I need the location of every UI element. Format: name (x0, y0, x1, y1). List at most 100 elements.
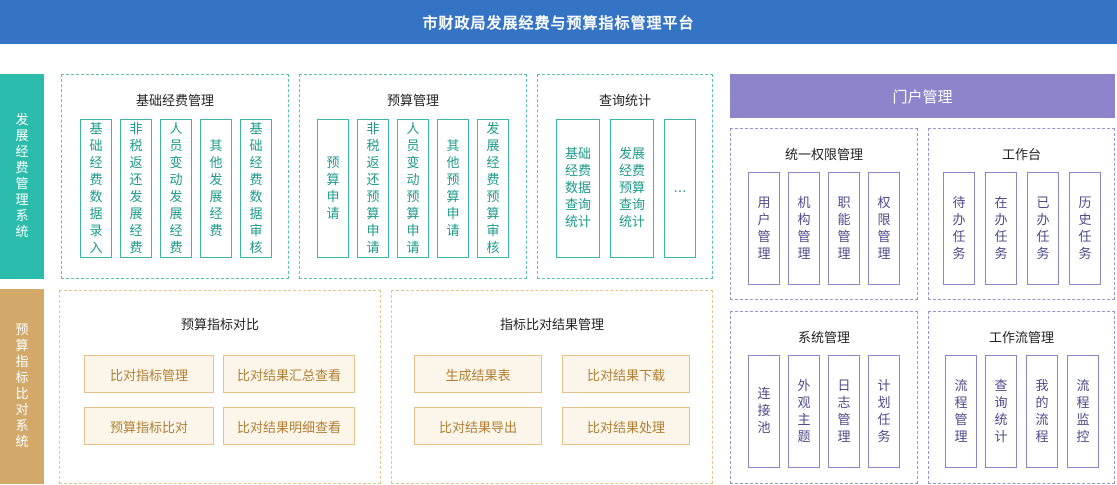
result-button[interactable]: 生成结果表 (414, 355, 542, 393)
query-item-label: 基础经费数据查询统计 (564, 147, 591, 230)
system-mgmt-panel: 系统管理 连接池 外观主题 日志管理 计划任务 (730, 311, 918, 484)
dev-fund-system-text: 发展经费管理系统 (15, 112, 29, 240)
result-button-label: 比对结果导出 (438, 420, 517, 436)
workbench-item-label: 待办任务 (952, 195, 966, 262)
workflow-item[interactable]: 流程管理 (945, 355, 977, 468)
basic-item[interactable]: 基础经费数据录入 (80, 119, 112, 258)
query-item-label: 发展经费预算查询统计 (618, 147, 645, 230)
workbench-panel: 工作台 待办任务 在办任务 已办任务 历史任务 (928, 128, 1115, 300)
result-button-label: 生成结果表 (445, 368, 511, 384)
result-button-label: 比对结果处理 (586, 420, 665, 436)
compare-button[interactable]: 比对指标管理 (84, 355, 214, 393)
budget-item[interactable]: 发展经费预算审核 (477, 119, 509, 258)
basic-item-label: 基础经费数据审核 (249, 121, 263, 256)
workbench-item-label: 历史任务 (1078, 195, 1092, 262)
auth-mgmt-panel: 统一权限管理 用户管理 机构管理 职能管理 权限管理 (730, 128, 918, 300)
workbench-item[interactable]: 历史任务 (1069, 172, 1101, 285)
budget-item-label: 人员变动预算申请 (406, 121, 420, 256)
auth-item[interactable]: 权限管理 (868, 172, 900, 285)
result-mgmt-panel: 指标比对结果管理 生成结果表 比对结果下载 比对结果导出 比对结果处理 (391, 290, 713, 484)
basic-item-label: 非税返还发展经费 (129, 121, 143, 256)
workflow-mgmt-panel: 工作流管理 流程管理 查询统计 我的流程 流程监控 (928, 311, 1115, 484)
compare-button-label: 预算指标比对 (109, 420, 188, 436)
workflow-item[interactable]: 查询统计 (985, 355, 1017, 468)
workflow-item-label: 流程管理 (954, 378, 968, 445)
workflow-item-label: 查询统计 (994, 378, 1008, 445)
auth-item-label: 职能管理 (837, 195, 851, 262)
system-item-label: 外观主题 (797, 378, 811, 445)
query-item[interactable]: 基础经费数据查询统计 (556, 119, 600, 258)
system-item-label: 日志管理 (837, 378, 851, 445)
budget-mgmt-title: 预算管理 (386, 94, 439, 109)
system-item[interactable]: 外观主题 (788, 355, 820, 468)
system-item-label: 计划任务 (877, 378, 891, 445)
workflow-item[interactable]: 我的流程 (1026, 355, 1058, 468)
budget-mgmt-panel: 预算管理 预算申请 非税返还预算申请 人员变动预算申请 其他预算申请 发展经费预… (299, 74, 527, 279)
budget-item[interactable]: 非税返还预算申请 (357, 119, 389, 258)
query-item[interactable]: 发展经费预算查询统计 (610, 119, 654, 258)
auth-item-label: 机构管理 (797, 195, 811, 262)
query-more-item[interactable]: … (664, 119, 696, 258)
auth-item[interactable]: 职能管理 (828, 172, 860, 285)
budget-item[interactable]: 其他预算申请 (437, 119, 469, 258)
budget-compare-system-text: 预算指标比对系统 (15, 322, 29, 450)
compare-button[interactable]: 比对结果明细查看 (223, 407, 355, 445)
system-item-label: 连接池 (757, 387, 771, 436)
result-button-label: 比对结果下载 (586, 368, 665, 384)
budget-item[interactable]: 人员变动预算申请 (397, 119, 429, 258)
compare-button[interactable]: 比对结果汇总查看 (223, 355, 355, 393)
auth-mgmt-title: 统一权限管理 (784, 148, 863, 163)
workbench-item[interactable]: 待办任务 (943, 172, 975, 285)
system-item[interactable]: 日志管理 (828, 355, 860, 468)
result-button[interactable]: 比对结果导出 (414, 407, 542, 445)
auth-item-label: 权限管理 (877, 195, 891, 262)
workbench-item-label: 已办任务 (1036, 195, 1050, 262)
budget-compare-title: 预算指标对比 (180, 318, 259, 333)
result-button[interactable]: 比对结果处理 (562, 407, 690, 445)
budget-item-label: 发展经费预算审核 (486, 121, 500, 256)
workbench-item[interactable]: 已办任务 (1027, 172, 1059, 285)
budget-item-label: 预算申请 (326, 155, 340, 222)
budget-compare-panel: 预算指标对比 比对指标管理 比对结果汇总查看 预算指标比对 比对结果明细查看 (59, 290, 381, 484)
auth-item[interactable]: 机构管理 (788, 172, 820, 285)
result-button[interactable]: 比对结果下载 (562, 355, 690, 393)
basic-item-label: 其他发展经费 (209, 138, 223, 239)
query-stats-panel: 查询统计 基础经费数据查询统计 发展经费预算查询统计 … (537, 74, 713, 279)
workflow-item[interactable]: 流程监控 (1067, 355, 1099, 468)
workflow-item-label: 流程监控 (1076, 378, 1090, 445)
workflow-item-label: 我的流程 (1035, 378, 1049, 445)
result-mgmt-title: 指标比对结果管理 (499, 318, 604, 333)
dev-fund-system-label: 发展经费管理系统 (0, 74, 44, 279)
compare-button[interactable]: 预算指标比对 (84, 407, 214, 445)
auth-item[interactable]: 用户管理 (748, 172, 780, 285)
workflow-mgmt-title: 工作流管理 (988, 331, 1054, 346)
compare-button-label: 比对结果明细查看 (236, 420, 341, 436)
basic-item-label: 基础经费数据录入 (89, 121, 103, 256)
system-item[interactable]: 连接池 (748, 355, 780, 468)
budget-item[interactable]: 预算申请 (317, 119, 349, 258)
platform-title-bar: 市财政局发展经费与预算指标管理平台 (0, 0, 1117, 44)
workbench-item[interactable]: 在办任务 (985, 172, 1017, 285)
basic-item[interactable]: 非税返还发展经费 (120, 119, 152, 258)
workbench-item-label: 在办任务 (994, 195, 1008, 262)
portal-mgmt-bar: 门户管理 (730, 74, 1115, 118)
basic-item-label: 人员变动发展经费 (169, 121, 183, 256)
basic-item[interactable]: 人员变动发展经费 (160, 119, 192, 258)
compare-button-label: 比对指标管理 (109, 368, 188, 384)
basic-item[interactable]: 基础经费数据审核 (240, 119, 272, 258)
system-item[interactable]: 计划任务 (868, 355, 900, 468)
basic-fund-panel: 基础经费管理 基础经费数据录入 非税返还发展经费 人员变动发展经费 其他发展经费… (61, 74, 289, 279)
system-mgmt-title: 系统管理 (797, 331, 850, 346)
auth-item-label: 用户管理 (757, 195, 771, 262)
basic-fund-title: 基础经费管理 (135, 94, 214, 109)
basic-item[interactable]: 其他发展经费 (200, 119, 232, 258)
platform-title: 市财政局发展经费与预算指标管理平台 (422, 13, 695, 32)
budget-item-label: 其他预算申请 (446, 138, 460, 239)
budget-compare-system-label: 预算指标比对系统 (0, 289, 44, 484)
query-stats-title: 查询统计 (598, 94, 651, 109)
compare-button-label: 比对结果汇总查看 (236, 368, 341, 384)
budget-item-label: 非税返还预算申请 (366, 121, 380, 256)
portal-mgmt-title: 门户管理 (892, 87, 953, 106)
query-more-label: … (673, 181, 687, 196)
workbench-title: 工作台 (1001, 148, 1041, 163)
